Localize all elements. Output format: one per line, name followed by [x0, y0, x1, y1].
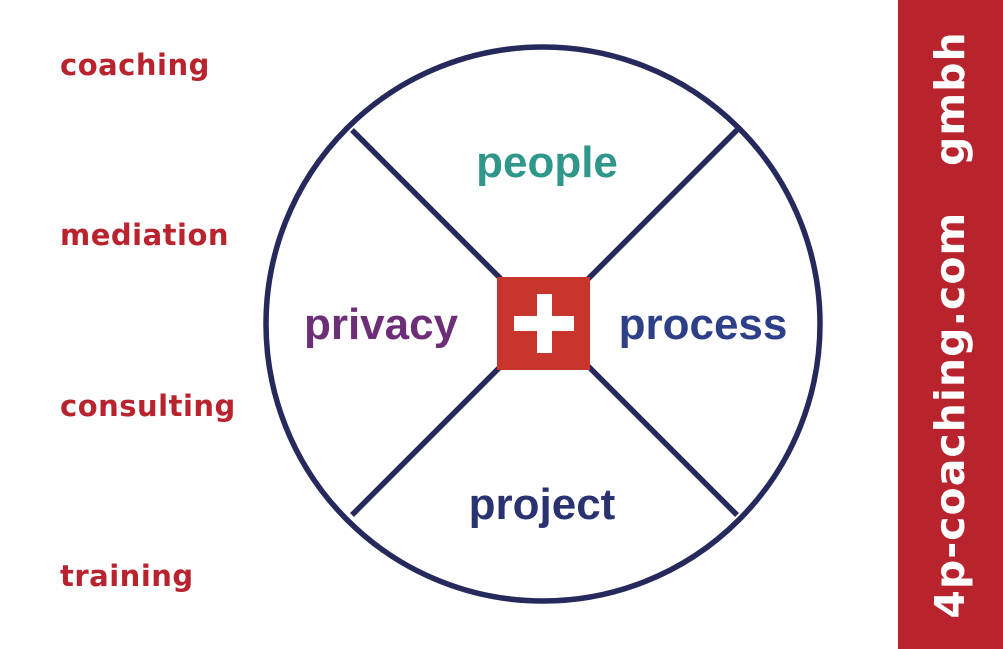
brand-side-band — [898, 0, 1003, 649]
service-mediation: mediation — [60, 218, 230, 252]
service-consulting: consulting — [60, 389, 236, 423]
segment-label-privacy: privacy — [304, 300, 459, 349]
segment-label-people: people — [476, 138, 618, 187]
brand-url-text: 4p-coaching.com gmbh — [926, 31, 974, 619]
swiss-cross-icon — [497, 277, 590, 370]
service-coaching: coaching — [60, 48, 210, 82]
swiss-cross-horizontal-bar — [514, 316, 574, 331]
segment-label-process: process — [619, 300, 788, 349]
segment-label-project: project — [469, 480, 616, 529]
service-training: training — [60, 559, 194, 593]
